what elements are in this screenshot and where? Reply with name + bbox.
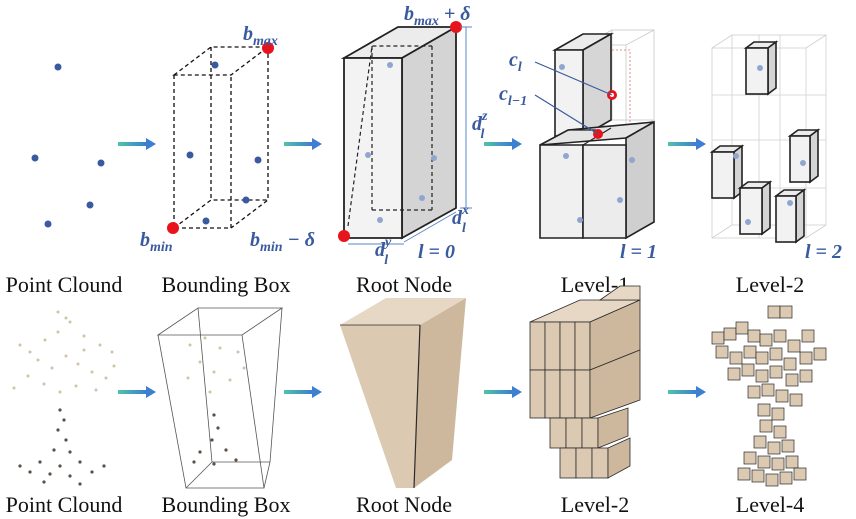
bmin-delta-label: bmin − δ	[250, 229, 315, 255]
caption-bounding-box-1: Bounding Box	[162, 272, 291, 297]
arrow-row2-3	[484, 386, 522, 398]
cloud-point	[97, 159, 105, 167]
bmax-label: bmax	[243, 23, 278, 49]
tree-root-node	[340, 298, 466, 489]
tree-level-4-voxels	[711, 305, 827, 487]
point-cloud-panel	[31, 63, 105, 228]
cl1-label: cl−1	[499, 83, 527, 109]
bmin-delta-point	[338, 230, 350, 242]
arrow-row2-1	[118, 386, 156, 398]
bmin-point	[167, 222, 179, 234]
caption-level-2: Level-2	[736, 272, 804, 297]
caption-point-cloud-1: Point Clound	[6, 272, 123, 297]
caption-bounding-box-2: Bounding Box	[162, 492, 291, 517]
level-2-label: l = 2	[805, 241, 842, 263]
bmax-point	[262, 42, 274, 54]
tree-level-2-voxels	[529, 285, 641, 479]
caption-root-node-2: Root Node	[356, 492, 452, 517]
cloud-point	[54, 63, 62, 71]
level-2-panel	[709, 34, 827, 244]
cloud-point	[44, 220, 52, 228]
arrow-row2-4	[668, 386, 706, 398]
tree-point-cloud	[12, 310, 116, 486]
root-node-panel	[338, 21, 472, 245]
bmax-delta-point	[450, 21, 462, 33]
bounding-box-panel	[172, 46, 270, 229]
cloud-point	[86, 201, 94, 209]
arrow-row2-2	[284, 386, 322, 398]
tree-bounding-box	[156, 307, 284, 489]
cloud-point	[31, 154, 39, 162]
arrow-4	[668, 138, 706, 150]
caption-level-4: Level-4	[736, 492, 804, 517]
arrow-1	[118, 138, 156, 150]
arrow-2	[284, 138, 322, 150]
cl-label: cl	[509, 49, 522, 75]
caption-root-node-1: Root Node	[356, 272, 452, 297]
level-1-label: l = 1	[620, 241, 657, 263]
level-1-panel	[534, 29, 655, 240]
caption-level-2-row2: Level-2	[561, 492, 629, 517]
arrow-3	[484, 138, 522, 150]
bmax-delta-label: bmax + δ	[404, 3, 471, 29]
caption-point-cloud-2: Point Clound	[6, 492, 123, 517]
level-0-label: l = 0	[418, 241, 455, 263]
bbox-points	[186, 61, 262, 225]
bmin-label: bmin	[140, 229, 173, 255]
